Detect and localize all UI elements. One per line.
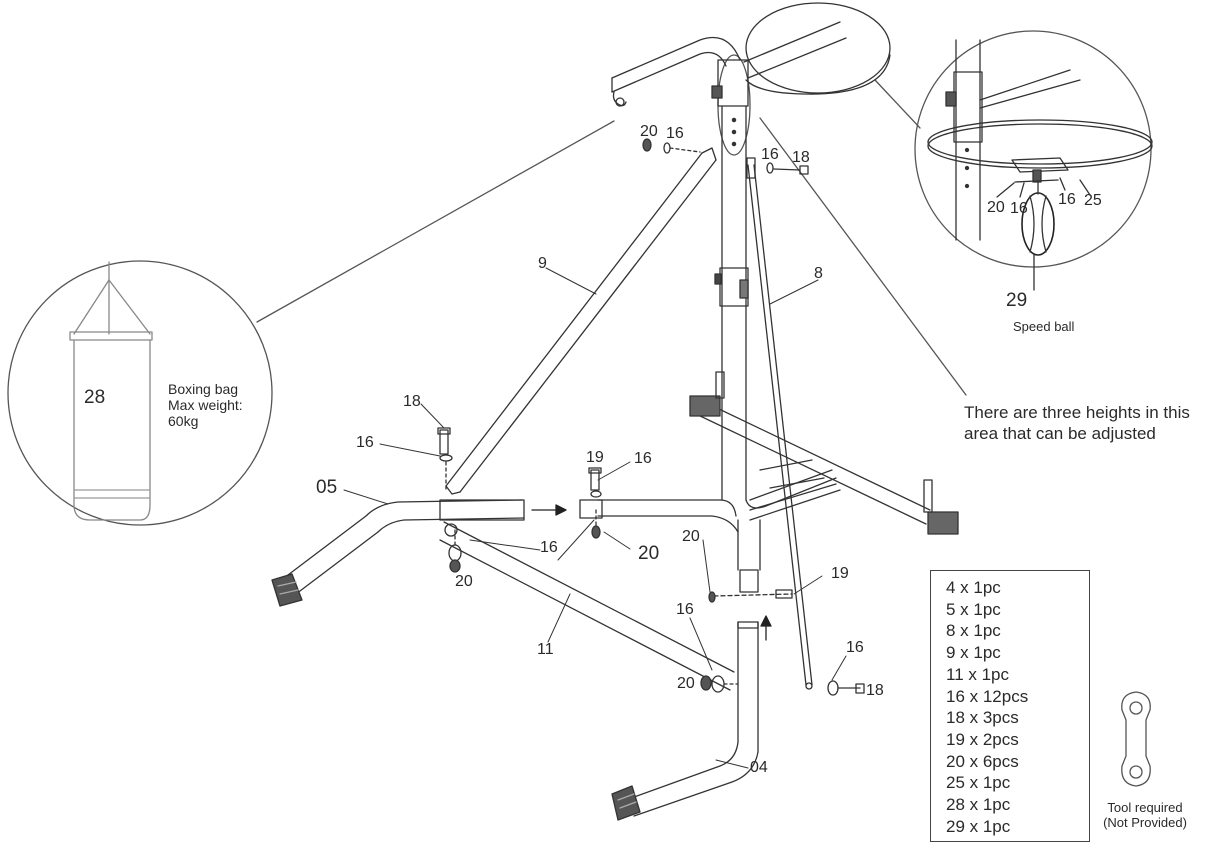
tool-caption: Tool required (Not Provided) xyxy=(1098,800,1192,830)
label-05: 05 xyxy=(316,477,338,498)
label-20-top: 20 xyxy=(640,123,658,140)
speedball-label-29: 29 xyxy=(1006,290,1028,311)
height-note-line2: area that can be adjusted xyxy=(964,424,1156,443)
brace-8 xyxy=(746,157,813,690)
label-19-right: 19 xyxy=(831,565,849,582)
label-16-mid-low: 16 xyxy=(540,539,558,556)
label-20-low: 20 xyxy=(677,675,695,692)
hardware xyxy=(437,138,865,696)
height-note-line1: There are three heights in this xyxy=(964,403,1190,422)
parts-list-item: 18 x 3pcs xyxy=(946,708,1019,728)
label-04: 04 xyxy=(750,759,768,776)
parts-list-item: 4 x 1pc xyxy=(946,578,1001,597)
parts-list-item: 20 x 6pcs xyxy=(946,751,1019,771)
bag-caption-line2: Max weight: xyxy=(168,397,243,413)
parts-list-item: 11 x 1pc xyxy=(946,664,1010,684)
speedball-caption: Speed ball xyxy=(1013,319,1075,334)
rear-base xyxy=(689,371,959,535)
arrows xyxy=(531,504,772,641)
parts-list: 4 x 1pc 5 x 1pc 8 x 1pc 9 x 1pc 11 x 1pc… xyxy=(930,570,1090,842)
label-16-mid: 16 xyxy=(634,450,652,467)
speedball-label-16b: 16 xyxy=(1058,191,1076,208)
leg-05 xyxy=(271,499,525,607)
speedball-zoom xyxy=(874,30,1153,291)
label-18-left: 18 xyxy=(403,393,421,410)
label-18-top-right: 18 xyxy=(792,149,810,166)
top-assembly xyxy=(611,2,891,107)
boxing-bag-zoom xyxy=(7,120,615,526)
bag-caption-line3: 60kg xyxy=(168,413,199,429)
tool-caption-line2: (Not Provided) xyxy=(1103,815,1187,830)
parts-list-item: 25 x 1pc xyxy=(946,773,1011,793)
leg-04 xyxy=(611,621,759,821)
label-16-low: 16 xyxy=(676,601,694,618)
label-16-right-low: 16 xyxy=(846,639,864,656)
parts-list-item: 29 x 1pc xyxy=(946,816,1011,836)
label-16-left: 16 xyxy=(356,434,374,451)
bag-caption: Boxing bag Max weight: 60kg xyxy=(168,381,243,429)
leader-lines xyxy=(343,267,847,769)
wrench-icon xyxy=(1121,691,1151,787)
label-16-top: 16 xyxy=(666,125,684,142)
label-8: 8 xyxy=(814,265,823,282)
parts-list-item: 8 x 1pc xyxy=(946,621,1001,641)
main-post xyxy=(714,105,749,501)
parts-list-item: 16 x 12pcs xyxy=(946,686,1029,706)
parts-list-item: 9 x 1pc xyxy=(946,643,1001,663)
label-9: 9 xyxy=(538,255,547,272)
tool-caption-line1: Tool required xyxy=(1107,800,1183,815)
speedball-label-16a: 16 xyxy=(1010,200,1028,217)
parts-list-item: 5 x 1pc xyxy=(946,599,1001,619)
brace-9 xyxy=(445,147,717,495)
parts-list-item: 28 x 1pc xyxy=(946,795,1011,815)
label-18-right-low: 18 xyxy=(866,682,884,699)
speedball-label-25: 25 xyxy=(1084,192,1102,209)
label-19-mid: 19 xyxy=(586,449,604,466)
label-11: 11 xyxy=(537,641,554,658)
parts-list-item: 19 x 2pcs xyxy=(946,729,1019,749)
bag-label-28: 28 xyxy=(84,387,106,408)
bag-caption-line1: Boxing bag xyxy=(168,381,239,397)
tube-11 xyxy=(439,521,735,691)
label-20-left: 20 xyxy=(455,573,473,590)
label-16-top-right: 16 xyxy=(761,146,779,163)
label-20-center: 20 xyxy=(682,528,700,545)
label-20-mid: 20 xyxy=(638,543,660,564)
center-junction xyxy=(579,477,841,593)
height-note: There are three heights in this area tha… xyxy=(964,402,1190,444)
speedball-label-20: 20 xyxy=(987,199,1005,216)
